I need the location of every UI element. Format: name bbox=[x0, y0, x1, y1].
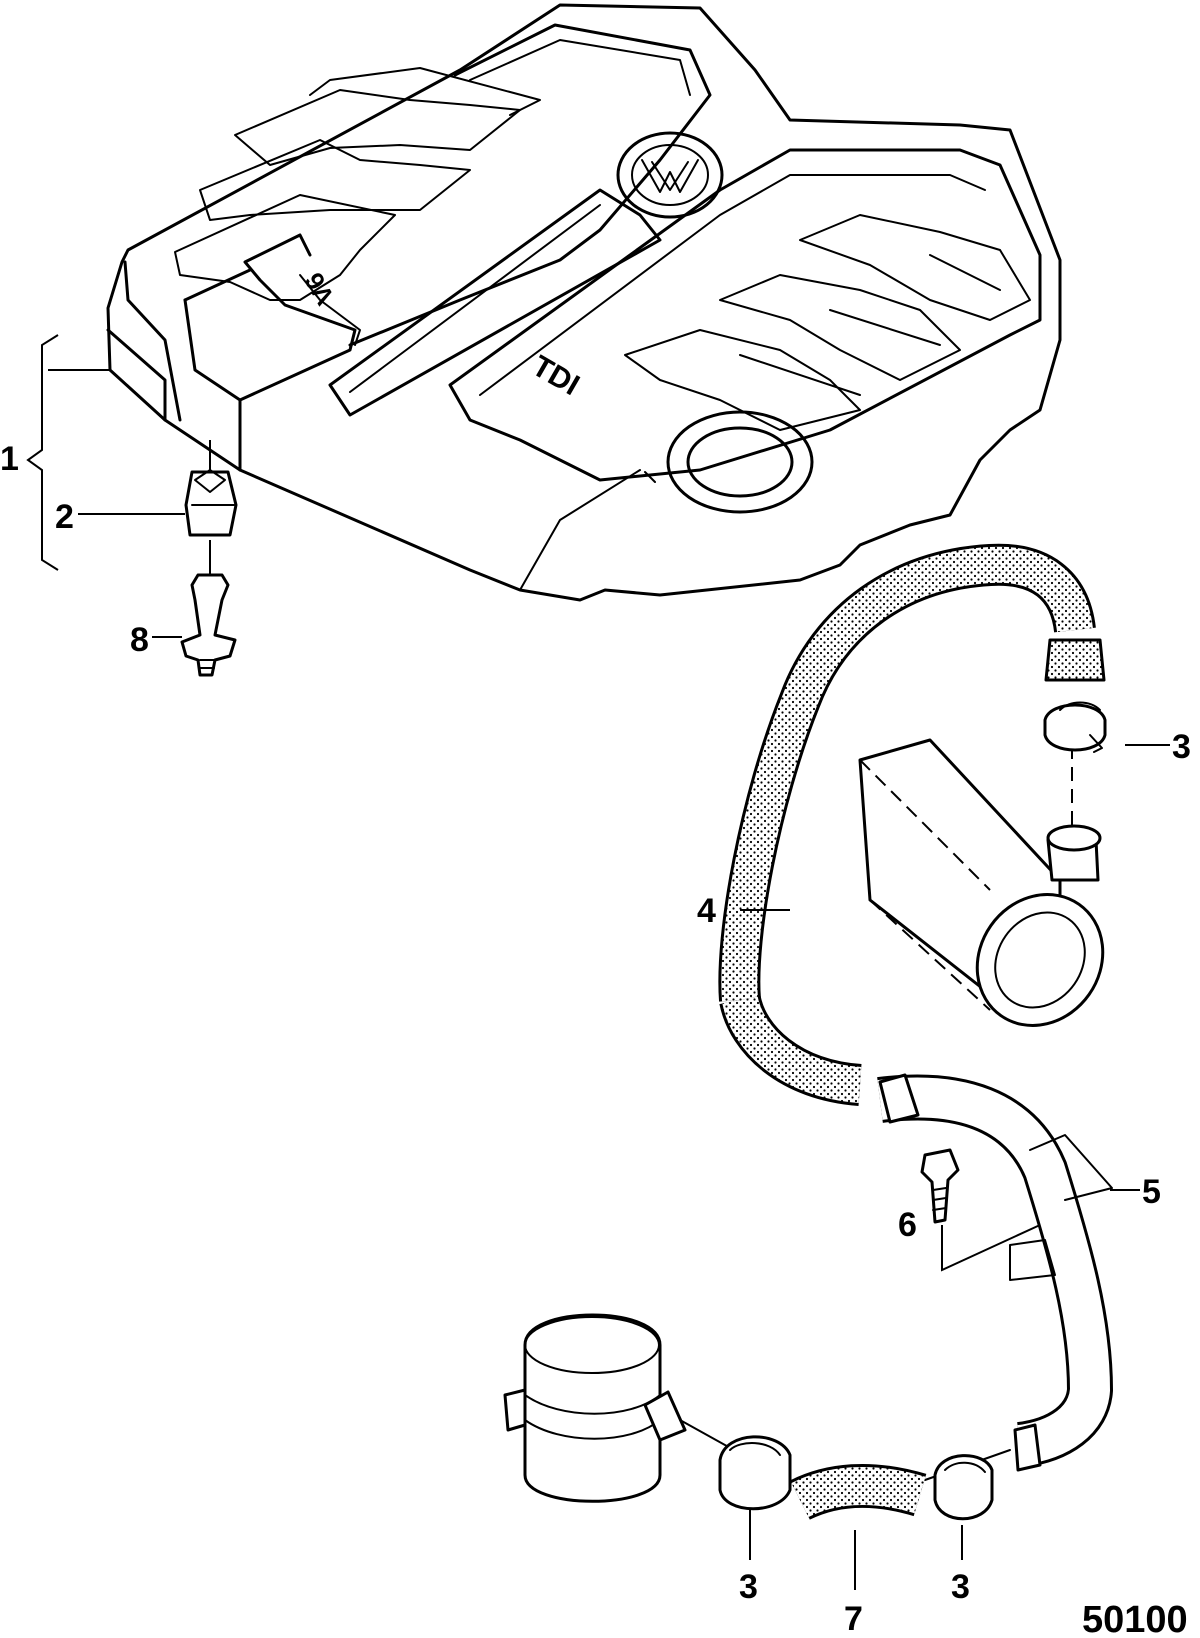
air-mass-meter-housing bbox=[503, 1313, 687, 1503]
callout-1: 1 bbox=[0, 440, 19, 478]
grommet-part bbox=[184, 440, 238, 537]
figure-number: 50100 bbox=[1082, 1599, 1188, 1638]
breather-hose-upper bbox=[718, 543, 1106, 1106]
breather-hose-lower bbox=[877, 1073, 1114, 1472]
ball-stud-part bbox=[180, 540, 237, 677]
oil-filler-opening bbox=[666, 410, 814, 514]
callout-2: 2 bbox=[55, 498, 74, 536]
callout-3-upper: 3 bbox=[1172, 728, 1191, 766]
callout-6: 6 bbox=[898, 1206, 917, 1244]
callout-8: 8 bbox=[130, 621, 149, 659]
callout-3-lower-left: 3 bbox=[739, 1568, 758, 1606]
callout-7: 7 bbox=[844, 1600, 863, 1638]
breather-hose-short bbox=[790, 1463, 927, 1590]
callout-5: 5 bbox=[1142, 1173, 1161, 1211]
callout-4: 4 bbox=[697, 892, 716, 930]
callout-bracket-1 bbox=[26, 334, 59, 571]
bolt-part bbox=[920, 1148, 1041, 1272]
hose-clamp-upper bbox=[1043, 701, 1107, 753]
hose-clamp-lower-left bbox=[718, 1435, 792, 1560]
engine-cover bbox=[106, 3, 1062, 602]
callout-3-lower-right: 3 bbox=[951, 1568, 970, 1606]
hose-clamp-lower-right bbox=[933, 1454, 994, 1560]
breather-canister bbox=[858, 738, 1105, 1027]
vw-logo-icon bbox=[616, 131, 724, 219]
